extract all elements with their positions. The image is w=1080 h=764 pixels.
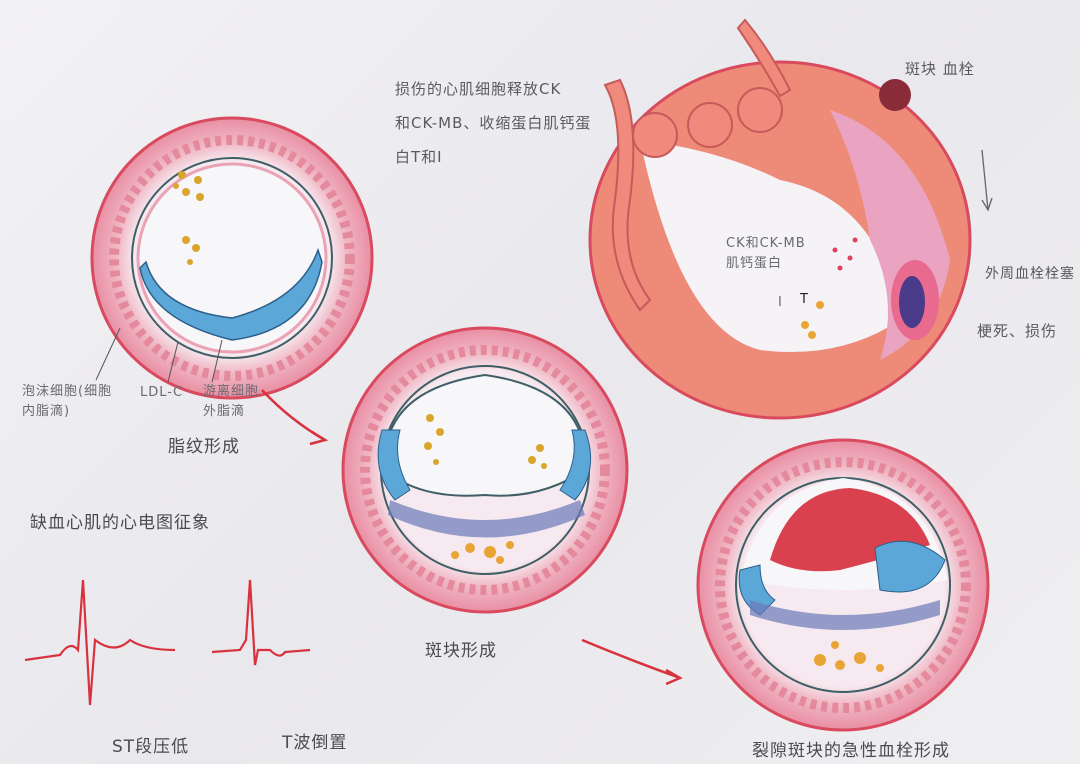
fatty-streak-caption: 脂纹形成 [168, 437, 240, 457]
ecg-t-inversion-trace [211, 579, 311, 666]
plaque-thrombus-mark [879, 79, 911, 111]
ecg-title: 缺血心肌的心电图征象 [30, 513, 210, 533]
foam-cell-label-2: 内脂滴) [22, 404, 71, 419]
arrow-down-icon [981, 149, 989, 211]
ecg-st-depression-trace [24, 579, 176, 706]
lipid-droplets [173, 171, 204, 265]
free-lipid-label-1: 游离细胞 [203, 384, 260, 399]
infarction-label: 梗死、损伤 [977, 322, 1058, 340]
plaque-caption: 斑块形成 [425, 641, 497, 661]
title-note-line-3: 白T和I [395, 148, 443, 166]
free-lipid-label-2: 外脂滴 [203, 404, 246, 419]
foam-cell-layer [139, 247, 323, 341]
title-note-line-2: 和CK-MB、收缩蛋白肌钙蛋 [395, 114, 592, 132]
vessel-rupture-thrombus [696, 438, 990, 732]
enzymes-label-2: 肌钙蛋白 [726, 256, 783, 271]
rupture-caption: 裂隙斑块的急性血栓形成 [752, 741, 950, 761]
ldl-label: LDL-C [140, 385, 184, 400]
vessel-plaque [341, 326, 629, 614]
arrow-right-icon [581, 638, 681, 680]
heart-cross-section [588, 18, 993, 420]
vessel-fatty-streak [90, 116, 374, 400]
marker-i: I [778, 295, 783, 310]
t-inversion-label: T波倒置 [282, 733, 348, 753]
enzymes-label-1: CK和CK-MB [726, 236, 806, 251]
plaque-thrombus-label: 斑块 血栓 [905, 60, 975, 78]
title-note-line-1: 损伤的心肌细胞释放CK [395, 80, 562, 98]
foam-cell-label-1: 泡沫细胞(细胞 [22, 384, 113, 399]
lipid-core [451, 541, 514, 564]
st-depression-label: ST段压低 [112, 737, 190, 757]
coronary-vessels [603, 18, 792, 312]
marker-t: T [800, 292, 809, 307]
embolism-label: 外周血栓栓塞 [985, 266, 1075, 282]
arrow-right-icon [261, 389, 326, 442]
